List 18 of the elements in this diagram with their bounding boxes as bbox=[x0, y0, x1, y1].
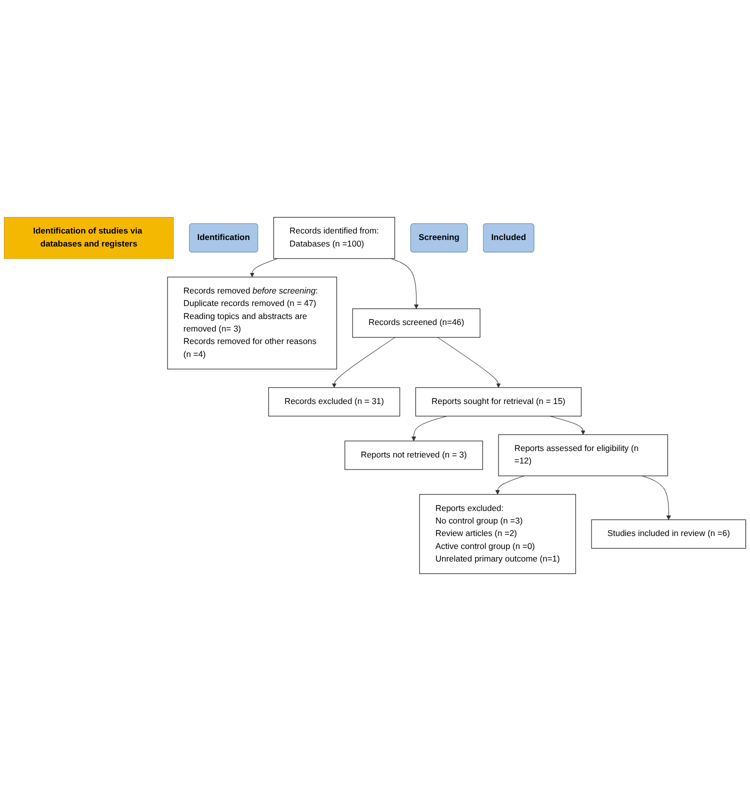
arrow bbox=[332, 337, 396, 388]
node-box: Studies included in review (n =6) bbox=[591, 520, 746, 549]
node-box: Records screened (n=46) bbox=[352, 308, 480, 338]
node-box: Reports excluded: No control group (n =3) Review articles (n =2) Active control group (n =0) Unrelated primary outcome (n=1) bbox=[419, 494, 576, 574]
node-box: Identification of studies via databases and registers bbox=[4, 217, 174, 259]
node-box: Reports not retrieved (n = 3) bbox=[344, 440, 483, 470]
node-box: Records identified from: Databases (n =100) bbox=[273, 217, 396, 259]
arrow bbox=[642, 476, 671, 520]
node-box: Reports sought for retrieval (n = 15) bbox=[415, 387, 582, 416]
arrow bbox=[495, 476, 524, 495]
arrow bbox=[411, 416, 448, 442]
arrow bbox=[550, 416, 586, 435]
arrow bbox=[437, 337, 501, 388]
node-box: Records removed before screening: Duplicate records removed (n = 47) Reading topics and abstracts are removed (n= 3) Records removed for other reasons (n =4) bbox=[167, 276, 337, 370]
node-box: Records excluded (n = 31) bbox=[268, 387, 400, 416]
arrow bbox=[250, 258, 278, 278]
arrow bbox=[390, 258, 419, 309]
node-box: Reports assessed for eligibility (n =12) bbox=[498, 434, 668, 476]
